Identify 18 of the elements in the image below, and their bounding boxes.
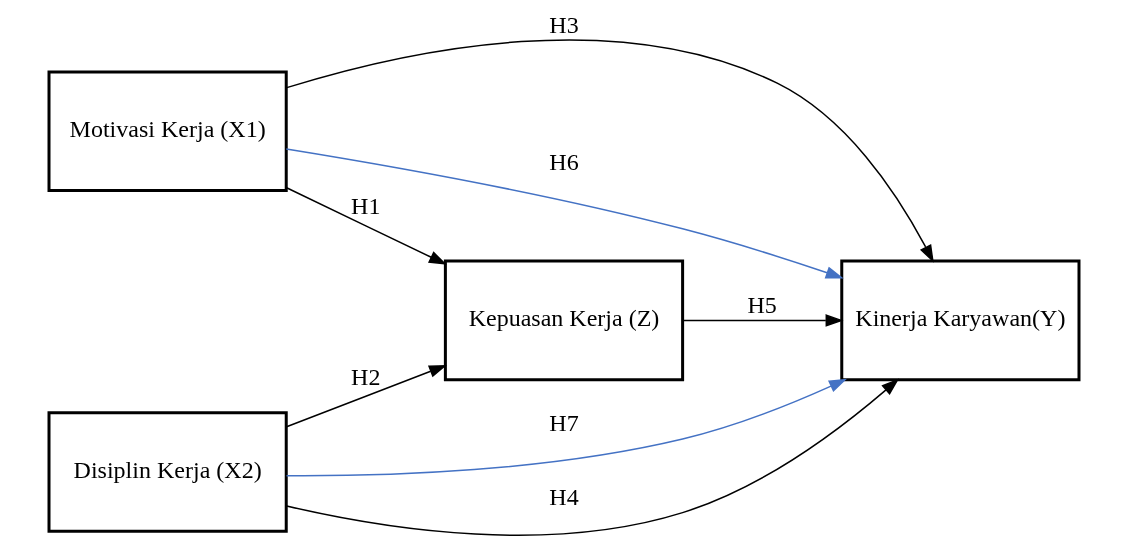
arrow — [681, 314, 844, 327]
arrow — [285, 148, 844, 279]
node-box: Disiplin Kerja (X2) — [47, 411, 288, 533]
arrow — [285, 378, 847, 477]
edge-label: H6 — [548, 148, 579, 175]
arrow — [285, 378, 899, 536]
arrow — [285, 39, 934, 263]
node-box: Kepuasan Kerja (Z) — [443, 259, 684, 382]
edge-label: H5 — [747, 291, 777, 318]
edge-label: H7 — [548, 410, 579, 437]
arrow — [285, 187, 447, 265]
node-box: Motivasi Kerja (X1) — [47, 70, 288, 193]
edge-label: H2 — [350, 363, 380, 390]
edge-label: H3 — [548, 12, 579, 39]
edge-label: H1 — [350, 192, 380, 219]
edge-label: H4 — [548, 483, 579, 510]
arrow — [285, 364, 447, 428]
node-box: Kinerja Karyawan(Y) — [839, 259, 1080, 382]
